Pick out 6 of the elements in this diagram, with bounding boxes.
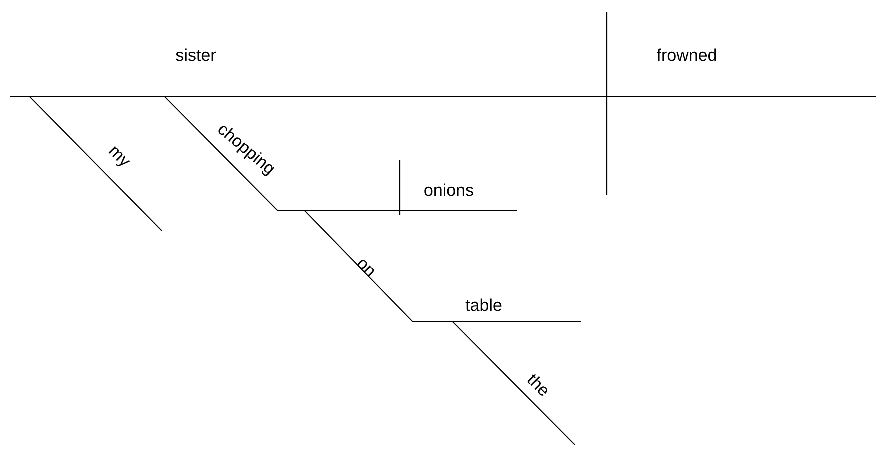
word-label: the <box>528 374 548 396</box>
word-label: frowned <box>657 48 716 62</box>
word-label: my <box>108 146 130 166</box>
word-label: sister <box>176 48 216 62</box>
word-label: table <box>466 298 502 312</box>
word-label: onions <box>424 184 474 196</box>
